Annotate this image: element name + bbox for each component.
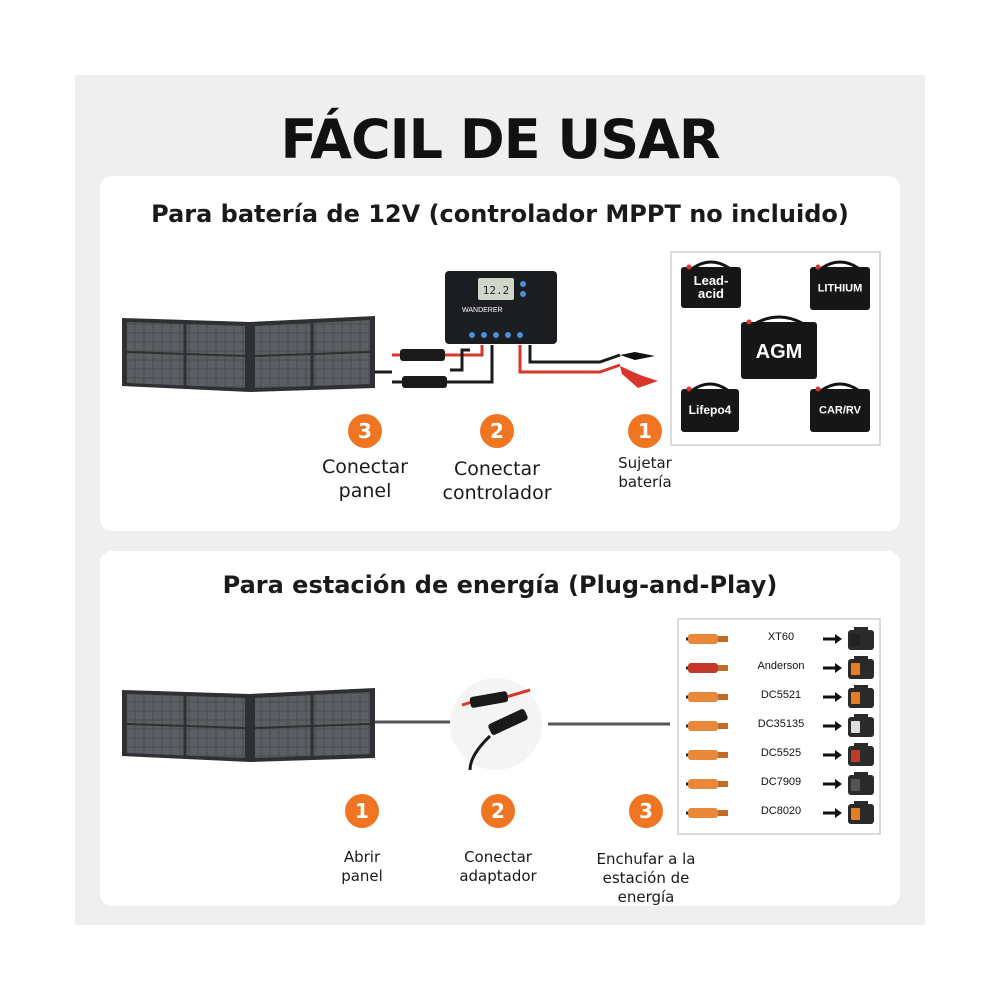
- battery-type-label: acid: [698, 286, 724, 301]
- connector-row: DC5521: [680, 683, 880, 711]
- plug-icon: [686, 750, 728, 760]
- connector-name: DC35135: [757, 718, 805, 730]
- connector-name: XT60: [767, 631, 795, 643]
- mc4-connector-icon: [392, 349, 470, 388]
- battery-type-label: AGM: [756, 341, 803, 363]
- connector-name: DC8020: [760, 805, 802, 817]
- battery-type-label: Lifepo4: [689, 403, 732, 417]
- step-label-line: batería: [618, 472, 672, 491]
- connector-name: DC5525: [760, 747, 802, 759]
- battery-section-title: Para batería de 12V (controlador MPPT no…: [151, 200, 849, 228]
- battery-2-icon: LITHIUM: [810, 260, 870, 310]
- plug-icon: [686, 692, 728, 702]
- step-label-line: Sujetar: [618, 454, 672, 472]
- mc4-adapter-icon: [461, 688, 531, 771]
- connector-row: Anderson: [680, 654, 880, 682]
- solar-panel-icon: [122, 316, 375, 392]
- power-station-icon: [848, 714, 874, 737]
- step-label-line: panel: [341, 866, 383, 885]
- step-label-line: Abrir: [343, 848, 381, 866]
- battery-clamp-icon: [620, 352, 658, 388]
- connector-row: DC35135: [680, 712, 880, 740]
- battery-type-label: CAR/RV: [819, 405, 862, 417]
- plug-icon: [686, 808, 728, 818]
- battery-4-icon: Lifepo4: [681, 382, 739, 432]
- connector-name: DC7909: [760, 776, 802, 788]
- battery-3-icon: AGM: [741, 315, 817, 379]
- step-label-line: Conectar: [454, 458, 540, 480]
- plug-icon: [686, 721, 728, 731]
- power-station-icon: [848, 685, 874, 708]
- power-station-icon: [848, 772, 874, 795]
- step-number-badge: 1: [628, 414, 662, 448]
- connector-row: XT60: [680, 625, 880, 653]
- step-label-line: Enchufar a la: [596, 850, 696, 868]
- step-number-badge: 2: [481, 794, 515, 828]
- arrow-right-icon: [823, 808, 842, 818]
- step-label-line: Conectar: [464, 848, 532, 866]
- arrow-right-icon: [823, 692, 842, 702]
- connector-row: DC8020: [680, 799, 880, 827]
- connector-name: DC5521: [760, 689, 802, 701]
- station-section-title: Para estación de energía (Plug-and-Play): [222, 571, 778, 599]
- step-label-line: adaptador: [459, 866, 537, 885]
- page-title: FÁCIL DE USAR: [280, 108, 720, 171]
- plug-icon: [686, 779, 728, 789]
- power-station-icon: [848, 743, 874, 766]
- mppt-controller-icon: 12.2 WANDERER: [445, 271, 557, 344]
- arrow-right-icon: [823, 779, 842, 789]
- step-number-badge: 3: [629, 794, 663, 828]
- step-label-line: Conectar: [322, 456, 408, 478]
- step-label-line: controlador: [442, 481, 552, 504]
- plug-icon: [686, 634, 728, 644]
- power-station-icon: [848, 801, 874, 824]
- solar-panel-icon: [122, 688, 375, 762]
- arrow-right-icon: [823, 634, 842, 644]
- step-label-line: estación de: [602, 868, 690, 887]
- battery-type-label: Lead-: [694, 273, 729, 288]
- step-number-badge: 3: [348, 414, 382, 448]
- power-station-icon: [848, 627, 874, 650]
- battery-1-icon: Lead-acid: [681, 260, 741, 308]
- battery-5-icon: CAR/RV: [810, 382, 870, 432]
- step-label-line: energía: [617, 887, 675, 906]
- arrow-right-icon: [823, 663, 842, 673]
- step-number-badge: 1: [345, 794, 379, 828]
- arrow-right-icon: [823, 750, 842, 760]
- controller-display: 12.2: [483, 284, 510, 297]
- battery-type-label: LITHIUM: [818, 283, 863, 295]
- connector-name: Anderson: [757, 660, 805, 672]
- arrow-right-icon: [823, 721, 842, 731]
- connector-row: DC5525: [680, 741, 880, 769]
- controller-brand: WANDERER: [462, 307, 503, 314]
- power-station-icon: [848, 656, 874, 679]
- step-number-badge: 2: [480, 414, 514, 448]
- plug-icon: [686, 663, 728, 673]
- step-label-line: panel: [338, 479, 392, 502]
- connector-row: DC7909: [680, 770, 880, 798]
